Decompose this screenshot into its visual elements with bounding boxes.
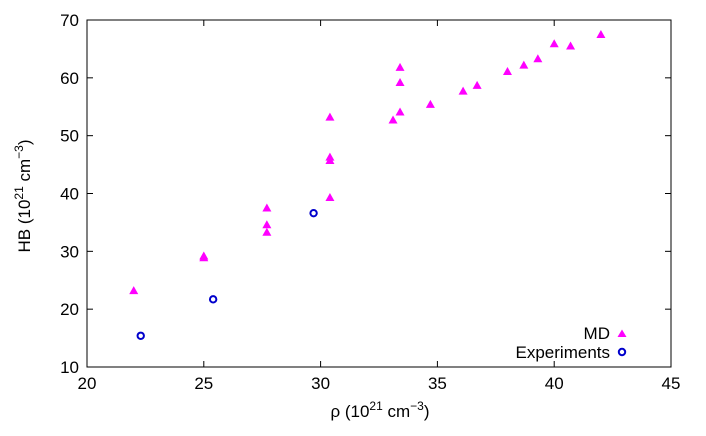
plot-frame <box>86 19 672 368</box>
md-point <box>325 112 335 121</box>
y-tick-label: 60 <box>60 69 79 88</box>
md-point <box>502 66 512 75</box>
y-tick-label: 50 <box>60 127 79 146</box>
y-tick-label: 70 <box>60 11 79 30</box>
legend-marker-experiments <box>617 347 627 357</box>
data-marks <box>129 29 606 340</box>
x-tick-label: 25 <box>194 374 213 393</box>
legend-label-md: MD <box>584 324 610 343</box>
x-tick-label: 35 <box>428 374 447 393</box>
md-point <box>395 107 405 116</box>
md-point <box>533 54 543 63</box>
x-tick-label: 40 <box>545 374 564 393</box>
md-point <box>395 77 405 86</box>
experiment-point <box>208 295 218 304</box>
legend: MD Experiments <box>516 324 627 362</box>
x-tick-label: 45 <box>662 374 681 393</box>
legend-label-experiments: Experiments <box>516 343 610 362</box>
md-point <box>325 193 335 202</box>
experiment-point <box>309 208 318 218</box>
md-point <box>566 41 576 50</box>
md-point <box>472 80 482 89</box>
md-point <box>262 203 272 212</box>
md-point <box>325 156 335 165</box>
md-point <box>596 29 606 38</box>
y-tick-label: 10 <box>60 358 79 377</box>
legend-marker-md <box>617 329 627 337</box>
y-axis-label: HB (1021 cm−3) <box>12 139 34 252</box>
md-point <box>395 62 405 71</box>
md-point <box>262 227 272 236</box>
md-point <box>262 220 272 229</box>
md-point <box>458 86 468 95</box>
md-point <box>199 253 209 262</box>
md-point <box>549 39 559 48</box>
x-tick-label: 30 <box>311 374 330 393</box>
md-point <box>519 60 529 69</box>
y-tick-label: 30 <box>60 242 79 261</box>
experiment-point <box>136 331 145 340</box>
md-point <box>129 286 139 295</box>
x-axis-label: ρ (1021 cm−3) <box>330 399 429 421</box>
y-tick-label: 20 <box>60 300 79 319</box>
x-tick-label: 20 <box>78 374 97 393</box>
y-tick-label: 40 <box>60 185 79 204</box>
md-point <box>425 99 435 108</box>
md-point <box>388 115 398 124</box>
